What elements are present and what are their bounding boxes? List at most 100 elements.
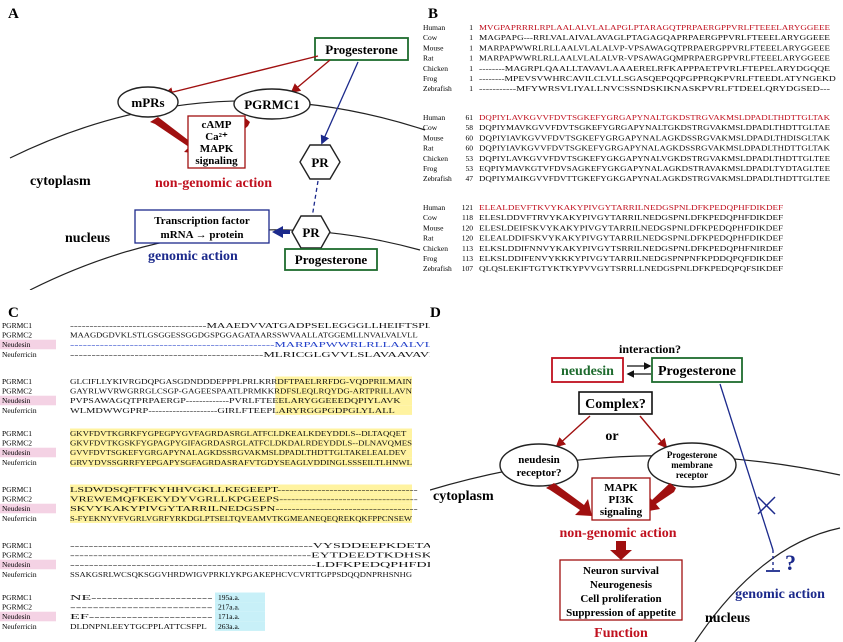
sequence-line: DQPIYMAVKGVVFDVTSGKEFYGRGAPYNALTGKDSTRGV… (479, 123, 830, 132)
neudesin-name-highlight (0, 339, 56, 350)
sequence-line: -----------MFYWRSVLIYALLNVCSSNDSKIKNASKP… (479, 84, 831, 93)
camp-label: cAMP (202, 119, 232, 131)
protein-name: Neudesin (2, 612, 31, 621)
conserved-region-highlight (70, 494, 412, 504)
neudesin-name-highlight (0, 395, 56, 406)
progesterone-membrane-receptor (647, 442, 737, 488)
protein-name: Neuferricin (2, 458, 37, 467)
sequence-line: --------MPEVSVWHRCAVILCLVLLSGASQEPQQPGPP… (479, 74, 837, 83)
sequence-line: ELESLDDVFTRVYKAKYPIVGYTARRILNEDGSPNLDFKP… (479, 213, 783, 222)
species-name: Cow (423, 123, 438, 132)
blue-path-progesterone (719, 383, 774, 551)
protein-name: PGRMC1 (2, 321, 32, 330)
conserved-region-highlight (70, 503, 412, 514)
cell-membrane-a (9, 100, 426, 159)
species-name: Chicken (423, 154, 448, 163)
protein-length: 263a.a. (218, 622, 240, 631)
genomic-label-a: genomic action (148, 249, 238, 264)
sequence-line: GVVFDVTSGKEFYGRGAPYNALAGKDSSRGVAKMSLDPAD… (70, 448, 407, 457)
sequence-line: LSDWDSQFTFKYHHVGKLLKEGEEPT--------------… (70, 485, 418, 494)
interaction-label: interaction? (619, 342, 681, 356)
panel-a-letter: A (8, 6, 19, 22)
length-highlight (215, 621, 265, 631)
sequence-line: DLDNPNLEEYTGCPPLATTCSFPL (70, 622, 207, 631)
panel-c-letter: C (8, 305, 19, 321)
arrow-complex-neudesin-receptor (555, 415, 591, 448)
species-name: Frog (423, 254, 437, 263)
cytoplasm-label-d: cytoplasm (433, 489, 494, 504)
arrow-complex-pmr (639, 415, 668, 449)
sequence-start: 53 (466, 154, 474, 163)
length-highlight (215, 611, 265, 622)
species-name: Frog (423, 164, 437, 173)
protein-name: Neudesin (2, 448, 31, 457)
sequence-line: MVGPAPRRRLRPLAALALVLALAPGLPTARAGQTPRPAER… (479, 23, 831, 32)
mprs-receptor (117, 86, 179, 118)
sequence-start: 120 (462, 223, 474, 232)
ca-label: Ca²⁺ (205, 131, 228, 143)
function-item-4: Suppression of appetite (566, 607, 676, 619)
sequence-line: PVPSAWAGQTPRPAERGP-------------PVRLFTEEE… (70, 396, 401, 405)
sequence-line: ------------------------- (70, 603, 214, 612)
sequence-start: 47 (466, 174, 474, 183)
alignment-c: PGRMC1----------------------------------… (0, 321, 430, 631)
nuclear-membrane-d (694, 527, 841, 642)
sequence-line: DQPIYMAIKGVVFDVTTGKEFYGKGAPYNALAGKDSTRGV… (479, 174, 830, 183)
protein-length: 171a.a. (218, 612, 240, 621)
protein-name: Neuferricin (2, 406, 37, 415)
protein-name: Neudesin (2, 560, 31, 569)
sequence-line: GRVYDVSSGRRFYEPGAPYSGFAGRDASRAFVTGDYSEAG… (70, 458, 412, 467)
conserved-region-highlight (70, 457, 412, 467)
sequence-start: 1 (469, 33, 473, 42)
genomic-label-d: genomic action (735, 587, 825, 602)
sequence-line: DQPIYLAVKGVVFDVTSGKEFYGKGAPYNALVGKDSTRGV… (479, 154, 830, 163)
species-name: Zebrafish (423, 264, 452, 273)
sequence-line: EQPIYMAVKGTVFDVSAGKEFYGKGAPYNALAGKDSTRAV… (479, 164, 830, 173)
species-name: Human (423, 113, 445, 122)
neudesin-box (551, 357, 624, 383)
neudesin-receptor-label-2: receptor? (517, 467, 562, 479)
pgrmc1-label: PGRMC1 (244, 97, 300, 112)
progesterone-label: Progesterone (325, 42, 398, 57)
sequence-line: MARPAPWWRLRLLAALVLALALVR-VPSAWAGQMPRPAER… (479, 54, 830, 63)
conserved-region-highlight (70, 513, 412, 523)
sequence-line: ELESLDEIFSKVYKAKYPIVGYTARRILNEDGSPNLDFKP… (479, 223, 783, 232)
species-name: Cow (423, 33, 438, 42)
panel-d: D interaction? neudesin Progesterone Com… (430, 305, 841, 642)
sequence-start: 121 (462, 203, 474, 212)
arrow-prog-pr (320, 61, 359, 145)
sequence-start: 1 (469, 64, 473, 73)
sequence-line: DQPIYIAVKGVVFDVTSGKEFYGRGAPYNALAGKDSSRGV… (479, 133, 831, 142)
sequence-start: 1 (469, 84, 473, 93)
sequence-start: 107 (462, 264, 474, 273)
signaling-label-a: signaling (195, 155, 238, 167)
sequence-line: MARPAPWWRLRLLAALVLALALVP-VPSAWAGQTPRPAER… (479, 43, 830, 52)
species-name: Chicken (423, 64, 448, 73)
conserved-region-highlight (70, 428, 412, 439)
arrow-prog-mprs (163, 55, 319, 97)
sequence-start: 1 (469, 43, 473, 52)
sequence-start: 60 (466, 133, 474, 142)
species-name: Zebrafish (423, 84, 452, 93)
sequence-line: ELEALDDIFSKVYKAKYPIVGYTARRILNEDGSPNLDFKP… (479, 234, 783, 243)
pmr-label-3: receptor (676, 470, 708, 480)
pmr-label-1: Progesterone (667, 450, 717, 460)
protein-name: PGRMC1 (2, 485, 32, 494)
pr-label-top: PR (311, 155, 329, 170)
sequence-start: 53 (466, 164, 474, 173)
protein-name: PGRMC1 (2, 593, 32, 602)
sequence-line: S-FYEKNYVFVGRLVGRFYRKDGLPTSELTQVEAMVTKGM… (70, 514, 413, 523)
neudesin-name-highlight (0, 447, 56, 458)
conserved-region-highlight (275, 405, 412, 415)
thick-arrow-function (610, 541, 632, 560)
nucleus-label-d: nucleus (705, 611, 751, 626)
protein-name: PGRMC2 (2, 439, 32, 448)
sequence-line: GLCIFLLYKIVRGDQPGASGDNDDDEPPPLPRLKRRDFTP… (70, 377, 413, 386)
sequence-line: GKVFDVTKGSKFYGPAGPYGIFAGRDASRGLATFCLDKDA… (70, 439, 412, 448)
sequence-line: MAGPAPG---RRLVALAIVALAVAGLPTAGAGQAPRPAER… (479, 33, 831, 42)
sequence-line: --------MAGRPLQAALLTAVAVLAAAERELRFKAPPPA… (479, 64, 831, 73)
conserved-region-highlight (275, 395, 412, 406)
sequence-start: 58 (466, 123, 474, 132)
sequence-line: DQPIYIAVKGVVFDVTSGKEFYGRGAPYNALAGKDSSRGV… (479, 144, 831, 153)
